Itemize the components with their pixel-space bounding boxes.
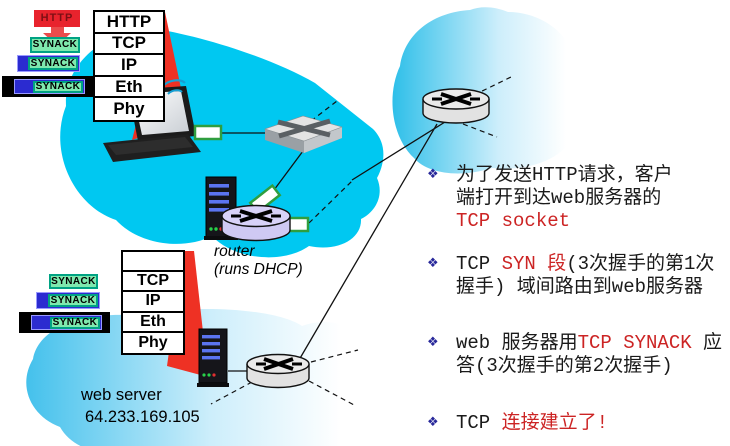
text-segment-red: SYN 段 [501,253,567,275]
bullet-diamond-icon: ❖ [427,256,439,271]
web-server-ip: 64.233.169.105 [85,408,200,426]
server-synack-segment-label: SYNACK [50,316,100,329]
client-synack-segment-label: SYNACK [33,80,83,93]
dashed-link-switch-ne [310,100,338,122]
text-segment: 应 [691,332,723,354]
stack-layer-eth: Eth [123,313,183,333]
text-segment: 为了发送HTTP请求，客户 [456,164,673,186]
server-synack-ip-datagram: SYNACK [36,292,100,309]
stack-layer-tcp: TCP [123,272,183,293]
bullet-2-text: TCP SYN 段(3次握手的第1次 握手) 域间路由到web服务器 [456,253,730,299]
text-line: TCP socket [456,210,730,233]
stack-layer-empty [123,252,183,273]
dashed-link-router-ne [308,180,353,224]
http-message-label: HTTP [34,10,80,27]
stack-layer-ip: IP [95,55,163,77]
isp-router-icon [422,88,490,124]
dhcp-server-tower-icon [204,176,238,240]
client-protocol-stack: HTTP TCP IP Eth Phy [93,10,165,122]
stack-layer-tcp: TCP [95,33,163,56]
server-synack-segment-label: SYNACK [48,294,98,307]
bullet-item-1: ❖ 为了发送HTTP请求，客户 端打开到达web服务器的 TCP socket [427,164,730,233]
ethernet-switch-icon [264,115,343,153]
dashed-link-bottomrouter-ne [310,349,359,363]
dashed-link-isp-se [462,123,498,138]
text-segment-red: TCP SYNACK [577,332,692,354]
web-server-tower-icon [197,328,229,387]
bullet-item-3: ❖ web 服务器用TCP SYNACK 应 答(3次握手的第2次握手) [427,332,730,378]
text-line: web 服务器用TCP SYNACK 应 [456,332,730,355]
client-synack-segment-label: SYNACK [30,37,80,53]
server-synack-ip-datagram: SYNACK [31,315,102,330]
router-caption-line2: (runs DHCP) [214,261,303,278]
web-server-label: web server [81,386,162,404]
text-line: TCP SYN 段(3次握手的第1次 [456,253,730,276]
client-synack-segment-label: SYNACK [28,57,78,70]
server-synack-segment-label: SYNACK [49,274,98,289]
text-line: 答(3次握手的第2次握手) [456,355,730,378]
router-caption-line1: router [214,243,255,260]
link-router-isp [351,121,446,181]
text-segment: TCP [456,253,502,275]
stack-layer-ip: IP [123,292,183,313]
stack-layer-phy: Phy [138,333,168,351]
client-synack-eth-frame: SYNACK [2,76,93,97]
link-isp-webserver [298,123,438,361]
dhcp-router-icon [221,204,291,242]
laptop-nic-connector [193,124,223,141]
text-segment: web 服务器用 [456,332,578,354]
router-caption: router (runs DHCP) [214,243,303,279]
text-line: 为了发送HTTP请求，客户 [456,164,730,187]
text-segment: TCP [456,412,502,434]
web-server-caption: web server 64.233.169.105 [81,384,200,428]
web-server-router-icon [246,353,310,389]
text-segment: 答(3次握手的第2次握手) [456,355,673,377]
bullet-diamond-icon: ❖ [427,335,439,350]
text-segment: 握手) 域间路由到web服务器 [456,276,704,298]
dashed-link-isp-ne [473,75,514,96]
stack-layer-eth: Eth [95,77,163,99]
text-segment-red: 连接建立了! [501,412,609,434]
bullet-item-4: ❖ TCP 连接建立了! [427,412,730,435]
text-segment: 端打开到达web服务器的 [456,187,662,209]
text-segment-red: TCP socket [456,210,571,232]
bullet-4-text: TCP 连接建立了! [456,412,730,435]
bullet-3-text: web 服务器用TCP SYNACK 应 答(3次握手的第2次握手) [456,332,730,378]
stack-layer-http: HTTP [95,12,163,34]
stack-layer-phy: Phy [113,99,145,119]
text-line: 握手) 域间路由到web服务器 [456,276,730,299]
bullet-diamond-icon: ❖ [427,415,439,430]
isp-network-cloud [392,7,586,174]
bullet-item-2: ❖ TCP SYN 段(3次握手的第1次 握手) 域间路由到web服务器 [427,253,730,299]
text-line: TCP 连接建立了! [456,412,730,435]
server-synack-eth-frame: SYNACK [19,312,110,333]
server-protocol-stack: TCP IP Eth Phy [121,250,185,355]
bullet-1-text: 为了发送HTTP请求，客户 端打开到达web服务器的 TCP socket [456,164,730,233]
client-synack-ip-datagram: SYNACK [14,79,85,94]
bullet-diamond-icon: ❖ [427,167,439,182]
client-synack-ip-datagram: SYNACK [17,55,80,72]
text-segment: (3次握手的第1次 [566,253,715,275]
link-switch-router [273,150,304,191]
text-line: 端打开到达web服务器的 [456,187,730,210]
dashed-link-bottomrouter-sw [210,381,253,405]
